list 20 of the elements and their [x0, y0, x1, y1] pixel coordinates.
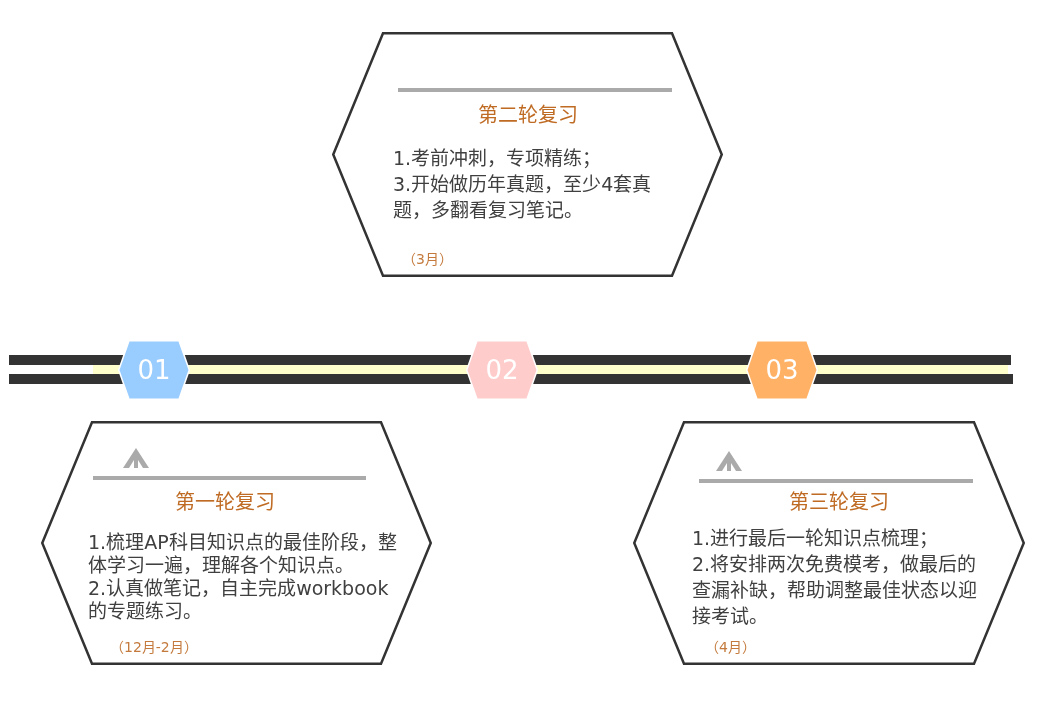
step-number: 03: [765, 355, 799, 385]
hexagon-badge: [746, 340, 818, 400]
stage-description: 1.考前冲刺，专项精练；: [393, 146, 603, 171]
date-range: （12月-2月）: [110, 638, 198, 656]
stage-description: 2.将安排两次免费模考，做最后的查漏补缺，帮助调整最佳状态以迎接考试。: [692, 552, 978, 629]
stage-description: 3.开始做历年真题，至少4套真题，多翻看复习笔记。: [393, 172, 653, 223]
stage-description: 1.梳理AP科目知识点的最佳阶段，整体学习一遍，理解各个知识点。: [88, 531, 398, 577]
stage-description: 2.认真做笔记，自主完成workbook的专题练习。: [88, 577, 390, 623]
step-number: 01: [137, 355, 171, 385]
hexagon-card: [332, 32, 723, 277]
stage-description: 1.进行最后一轮知识点梳理；: [692, 526, 940, 551]
date-range: （4月）: [705, 638, 756, 656]
hexagon-card: [41, 421, 432, 665]
hexagon-card: [633, 421, 1025, 665]
stage-title: 第一轮复习: [175, 490, 275, 514]
stage-title: 第三轮复习: [789, 490, 889, 514]
hexagon-badge: [466, 340, 538, 400]
hexagon-badge: [118, 340, 190, 400]
stage-title: 第二轮复习: [478, 103, 578, 127]
date-range: （3月）: [402, 250, 453, 268]
